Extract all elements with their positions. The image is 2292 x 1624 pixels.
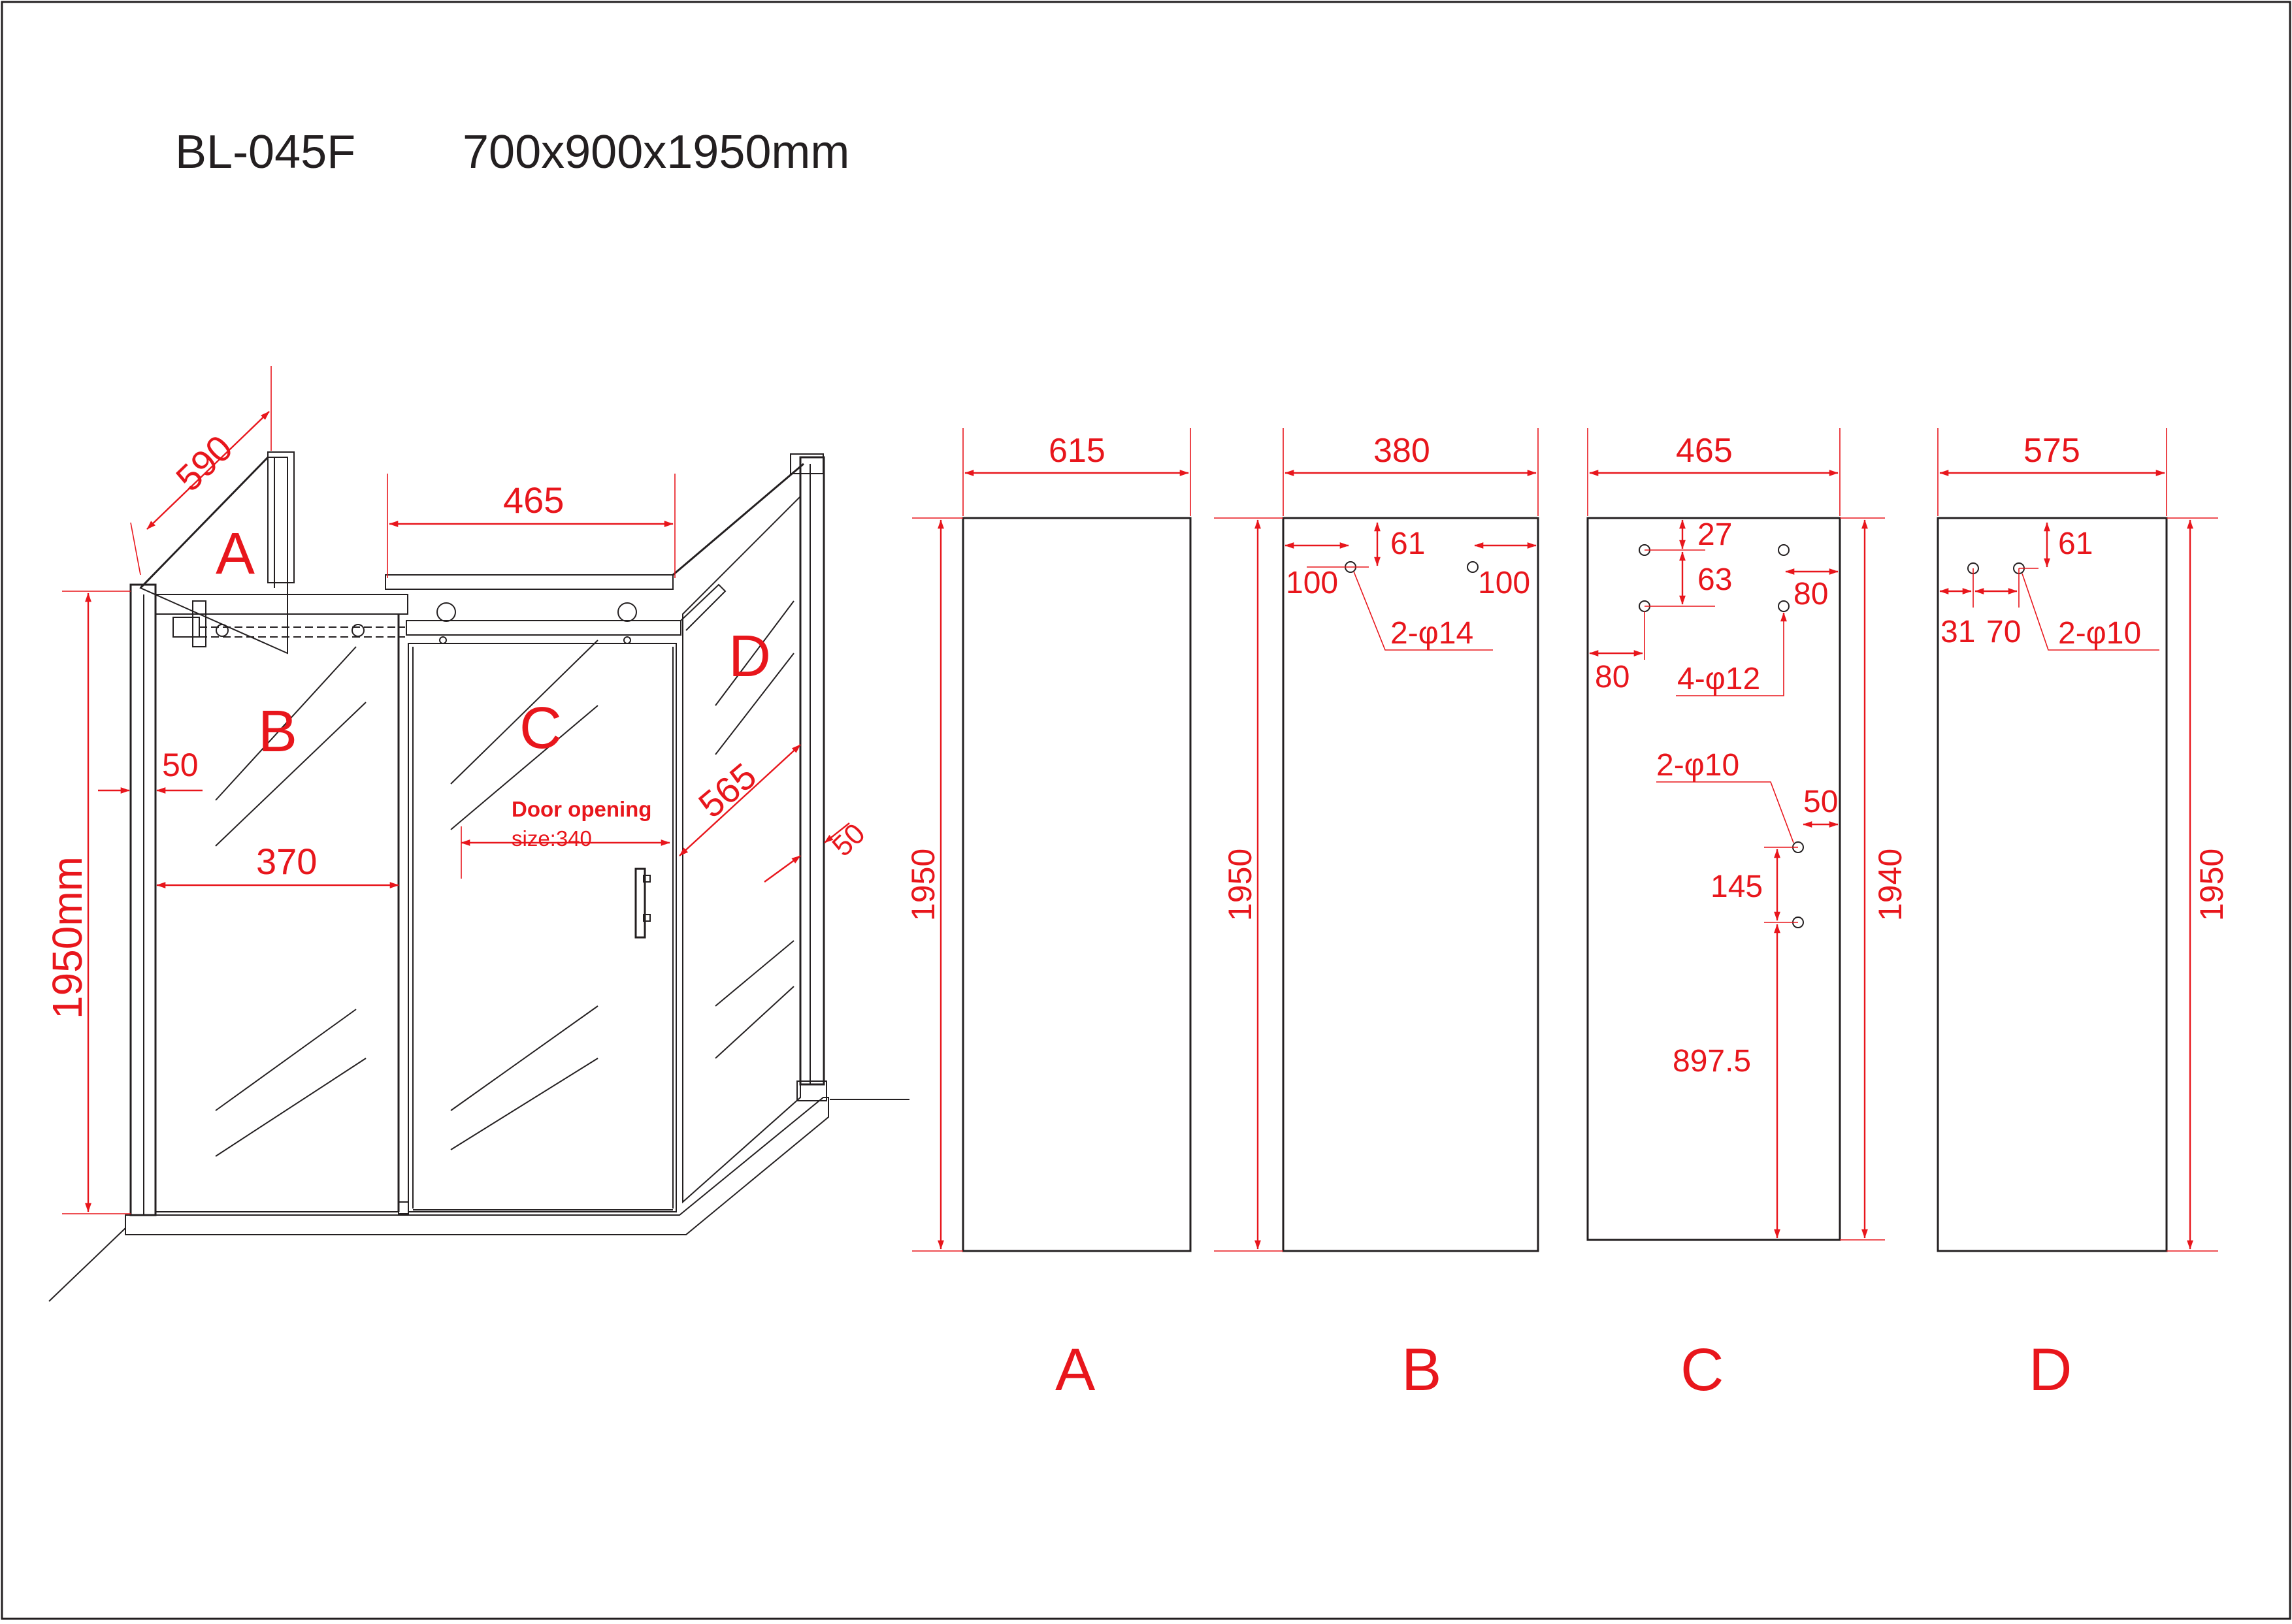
dim-565 bbox=[679, 744, 801, 856]
panel-c-holes-mid: 2-φ10 bbox=[1656, 748, 1739, 783]
panel-d-caption: D bbox=[2029, 1337, 2072, 1403]
panel-b-caption: B bbox=[1401, 1337, 1441, 1403]
dim-590-text: 590 bbox=[168, 427, 240, 499]
panel-b-holes: 2-φ14 bbox=[1390, 616, 1473, 651]
panel-d-d1: 31 bbox=[1940, 615, 1975, 649]
dim-565-text: 565 bbox=[691, 755, 764, 825]
panel-d-width: 575 bbox=[2023, 432, 2080, 470]
dim-590 bbox=[146, 411, 270, 530]
panel-d-drawing: 575 1950 61 31 70 2-φ10 D bbox=[1937, 428, 2230, 1403]
panel-c-right-off: 80 bbox=[1793, 577, 1828, 611]
panel-c-caption: C bbox=[1680, 1337, 1724, 1403]
panel-a-outline bbox=[139, 457, 288, 655]
panel-c-mid-right: 50 bbox=[1803, 785, 1838, 819]
panel-b-height: 1950 bbox=[1222, 849, 1258, 921]
panel-c-left-off: 80 bbox=[1595, 660, 1629, 694]
panel-a-height: 1950 bbox=[905, 849, 941, 921]
slide-bar bbox=[406, 620, 681, 636]
dim-1950mm-text: 1950mm bbox=[44, 856, 91, 1019]
door-opening-label: Door opening bbox=[512, 797, 651, 821]
perspective-view: A B C D 590 465 1950mm 50 370 Door openi… bbox=[44, 366, 909, 1302]
panel-d-d2: 70 bbox=[1986, 615, 2021, 649]
label-b: B bbox=[258, 699, 297, 764]
panel-a-post bbox=[267, 451, 295, 583]
panel-d-height: 1950 bbox=[2193, 849, 2230, 921]
label-d: D bbox=[729, 624, 771, 689]
dim-50-right-text: 50 bbox=[826, 817, 871, 862]
wall-profile-right bbox=[799, 456, 825, 1086]
panel-c-d1: 27 bbox=[1697, 517, 1732, 552]
label-a: A bbox=[216, 521, 255, 587]
top-back-rail bbox=[385, 574, 674, 590]
panel-c-hole-4 bbox=[1778, 600, 1790, 612]
panel-c-mid-gap: 145 bbox=[1711, 869, 1763, 904]
panel-d-holes: 2-φ10 bbox=[2058, 616, 2141, 651]
panel-b-rect bbox=[1282, 517, 1539, 1252]
floor-line bbox=[48, 1227, 126, 1302]
door-opening-size: size:340 bbox=[512, 826, 592, 851]
panel-c-mid-bottom: 897.5 bbox=[1673, 1044, 1751, 1079]
panel-b-hole-right bbox=[1467, 561, 1479, 573]
panel-c-holes-top: 4-φ12 bbox=[1677, 662, 1760, 696]
overall-size: 700x900x1950mm bbox=[463, 126, 849, 178]
panel-a-width: 615 bbox=[1049, 432, 1105, 470]
roller-2 bbox=[617, 602, 637, 622]
panel-b-drawing: 380 1950 61 100 100 2-φ14 B bbox=[1214, 428, 1539, 1403]
panel-c-width: 465 bbox=[1676, 432, 1733, 470]
panel-c-rect bbox=[1586, 517, 1841, 1241]
panel-a-drawing: 615 1950 A bbox=[905, 428, 1192, 1403]
shower-tray bbox=[125, 1097, 829, 1235]
panel-c-hole-3 bbox=[1778, 544, 1790, 556]
panel-b-right-off: 100 bbox=[1478, 566, 1530, 600]
panel-c-drawing: 465 1940 27 63 80 80 4-φ12 2-φ10 50 145 bbox=[1586, 428, 1908, 1403]
glass-reflections bbox=[215, 600, 794, 1157]
label-c: C bbox=[519, 696, 562, 761]
roller-1 bbox=[436, 602, 456, 622]
dim-50-left-text: 50 bbox=[162, 747, 199, 783]
dim-370-text: 370 bbox=[256, 841, 317, 882]
panel-b-left-off: 100 bbox=[1286, 566, 1338, 600]
panel-b-hole-top: 61 bbox=[1390, 527, 1425, 561]
panel-a-caption: A bbox=[1055, 1337, 1096, 1403]
panel-c-door bbox=[408, 643, 677, 1212]
panel-d-hole-top: 61 bbox=[2058, 527, 2093, 561]
model-code: BL-045F bbox=[175, 126, 355, 178]
door-handle bbox=[634, 868, 646, 939]
panel-b-width: 380 bbox=[1373, 432, 1430, 470]
panel-a-rect bbox=[962, 517, 1192, 1252]
wall-bracket bbox=[172, 617, 200, 638]
dim-465-text: 465 bbox=[503, 479, 564, 521]
panel-d bbox=[682, 495, 801, 1204]
panel-c-height: 1940 bbox=[1872, 849, 1908, 921]
panel-c-d2: 63 bbox=[1697, 562, 1732, 597]
panel-d-rect bbox=[1937, 517, 2168, 1252]
